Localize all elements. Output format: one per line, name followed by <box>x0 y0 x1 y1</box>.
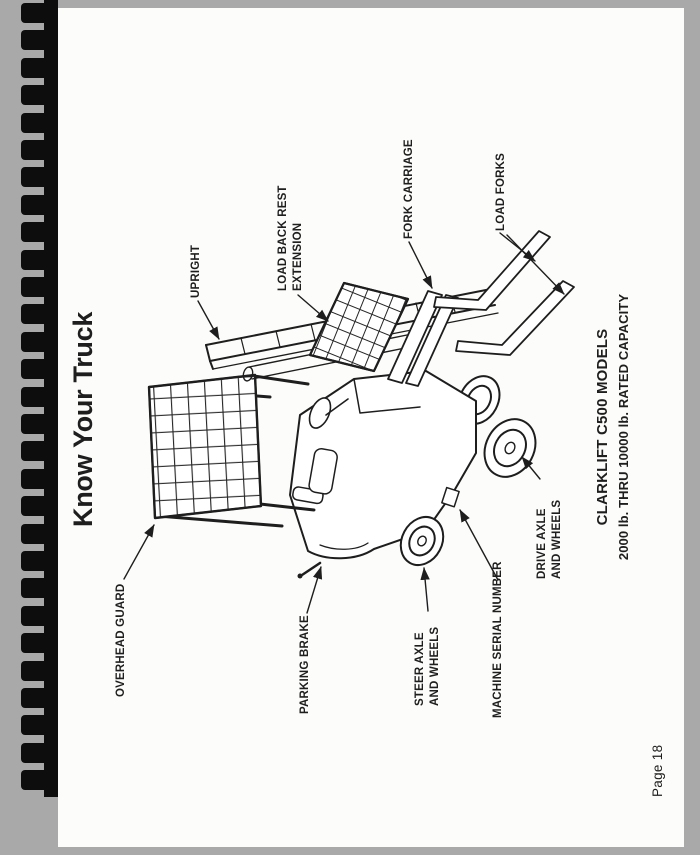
rotated-page-content: Know Your Truck OVERHEAD GUARD UPRIGHT L… <box>58 8 684 847</box>
label-upright: UPRIGHT <box>190 244 202 298</box>
label-load-forks: LOAD FORKS <box>495 152 507 231</box>
comb-binding <box>0 0 58 855</box>
label-line: AND WHEELS <box>550 499 563 579</box>
serial-number-plate <box>441 486 460 508</box>
caption-models: CLARKLIFT C500 MODELS <box>594 328 611 526</box>
page-title: Know Your Truck <box>68 311 98 527</box>
label-overhead-guard: OVERHEAD GUARD <box>115 583 127 697</box>
label-drive-axle-and-wheels: DRIVE AXLE AND WHEELS <box>535 500 565 579</box>
caption-capacity: 2000 lb. THRU 10000 lb. RATED CAPACITY <box>616 293 631 561</box>
label-line: AND WHEELS <box>428 626 441 706</box>
label-parking-brake: PARKING BRAKE <box>299 615 311 714</box>
label-line: EXTENSION <box>291 222 304 291</box>
label-steer-axle-and-wheels: STEER AXLE AND WHEELS <box>413 627 443 706</box>
overhead-guard-structure <box>147 373 316 528</box>
label-fork-carriage: FORK CARRIAGE <box>403 139 415 239</box>
label-line: STEER AXLE <box>414 632 426 706</box>
page-number: Page 18 <box>650 744 665 797</box>
fork-carriage-bars <box>387 290 459 387</box>
paper-sheet: Know Your Truck OVERHEAD GUARD UPRIGHT L… <box>58 8 684 847</box>
steering-wheel <box>308 397 332 429</box>
load-backrest-extension <box>308 281 410 373</box>
truck-body <box>289 370 477 560</box>
label-line: LOAD BACK REST <box>277 185 289 291</box>
steer-wheel <box>399 516 445 566</box>
label-load-back-rest-extension: LOAD BACK REST EXTENSION <box>276 185 306 291</box>
label-machine-serial-number: MACHINE SERIAL NUMBER <box>492 561 504 718</box>
label-line: DRIVE AXLE <box>536 508 548 579</box>
model-caption: CLARKLIFT C500 MODELS 2000 lb. THRU 1000… <box>594 257 631 597</box>
parking-brake-lever <box>297 561 322 579</box>
load-forks-shapes <box>433 230 575 356</box>
leader-arrows <box>123 232 565 614</box>
forklift-diagram <box>123 230 575 614</box>
